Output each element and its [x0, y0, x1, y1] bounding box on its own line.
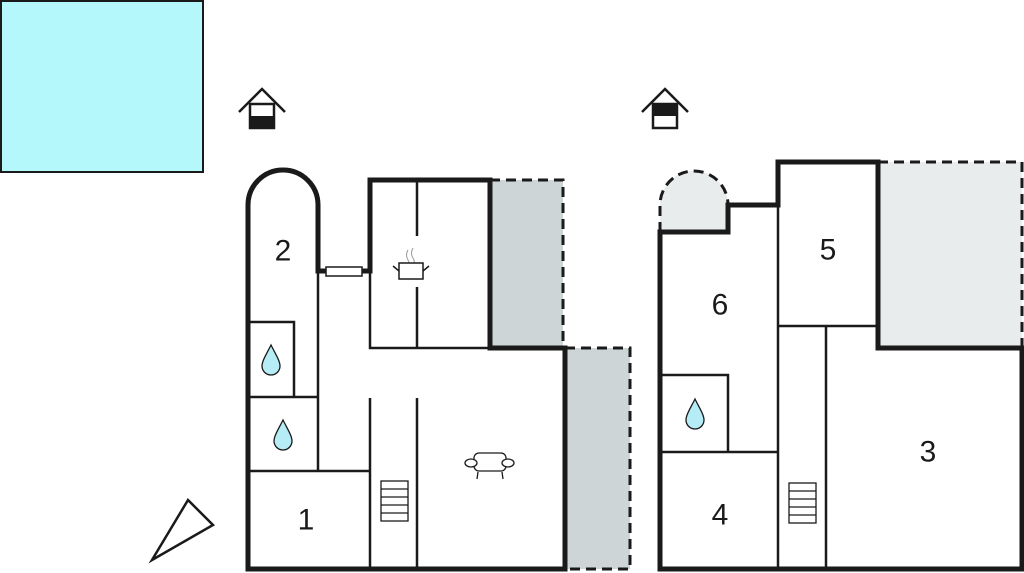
sofa-icon [464, 452, 515, 480]
water-drop-icon [273, 418, 293, 451]
stairs-icon [380, 480, 409, 522]
stairs-icon [788, 482, 817, 524]
left-floor-plan: 2 1 [245, 167, 632, 572]
room-label: 4 [712, 499, 729, 532]
terrace-area [878, 162, 1022, 348]
door-icon [325, 266, 363, 277]
water-drop-icon [261, 343, 281, 376]
room-label: 6 [712, 289, 729, 322]
room-label: 1 [298, 504, 315, 537]
balcony-area [660, 171, 728, 232]
house-upper-floor-icon [641, 87, 689, 130]
water-drop-icon [685, 397, 705, 430]
right-floor-plan: 6 5 4 3 [657, 159, 1024, 572]
north-arrow-icon [148, 497, 216, 564]
room-label: 2 [275, 235, 292, 268]
terrace-area [490, 180, 563, 348]
room-label: 3 [920, 436, 937, 469]
room-label: 5 [820, 234, 837, 267]
kitchen-pot-icon [392, 247, 430, 280]
house-ground-floor-icon [238, 87, 286, 130]
terrace-area [565, 348, 630, 569]
pool-area [0, 0, 204, 173]
